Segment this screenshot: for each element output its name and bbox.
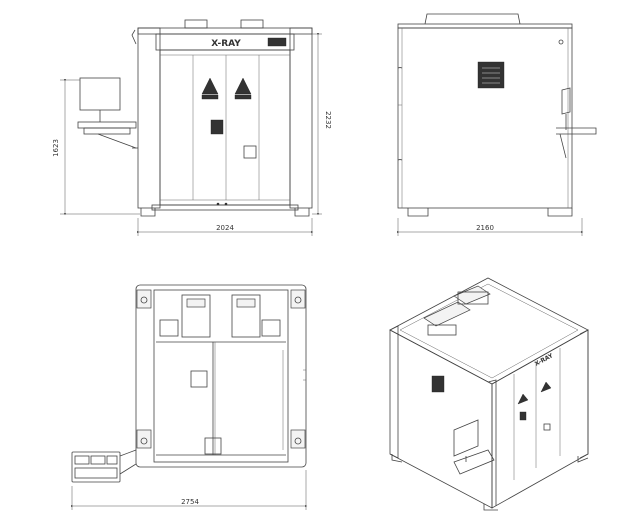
top-view: 2754 <box>70 284 308 510</box>
label-plate-icon <box>477 61 505 89</box>
radiation-warning-icon <box>201 77 219 100</box>
radiation-warning-icon <box>517 393 529 405</box>
radiation-warning-icon <box>540 381 552 393</box>
front-console-height-dim: 1623 <box>52 139 60 157</box>
side-view: 2160 <box>396 13 597 236</box>
front-width-dim: 2024 <box>216 224 234 232</box>
front-view: X-RAY <box>52 19 332 236</box>
front-height-dim: 2232 <box>324 111 332 129</box>
side-width-dim: 2160 <box>476 224 494 232</box>
radiation-warning-icon <box>234 77 252 100</box>
front-view-label: X-RAY <box>211 39 241 49</box>
top-width-dim: 2754 <box>181 498 199 506</box>
iso-view: X-RAY <box>389 277 589 511</box>
label-plate-icon <box>210 119 224 135</box>
label-plate-icon <box>431 375 445 393</box>
